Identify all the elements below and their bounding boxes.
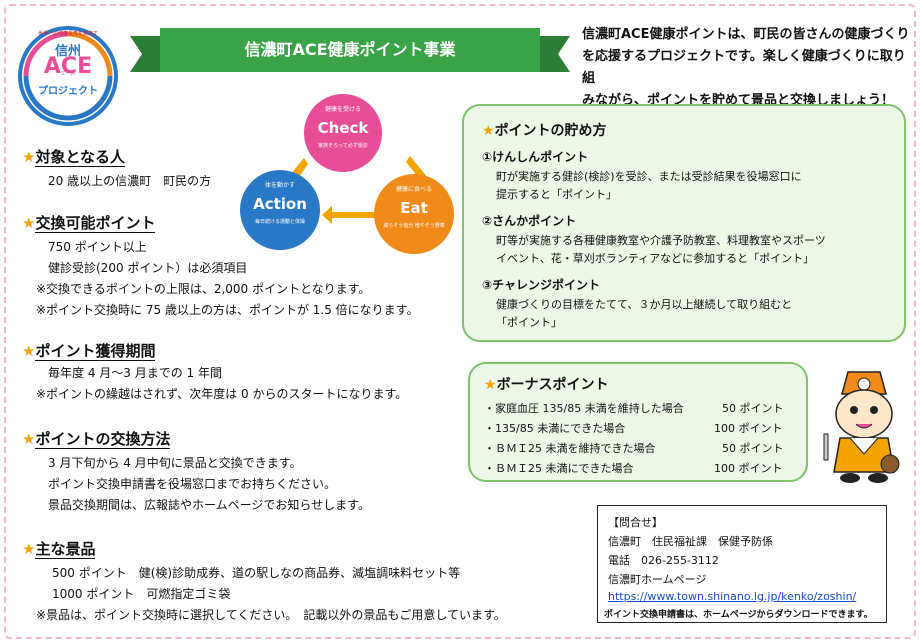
section-exchange-title: ★交換可能ポイント (22, 212, 156, 233)
bonus-row-label: ・135/85 未満にできた場合 (484, 422, 626, 435)
bonus-title-label: ボーナスポイント (496, 377, 609, 393)
prizes-line: 1000 ポイント 可燃指定ゴミ袋 (52, 587, 231, 601)
star-icon: ★ (22, 148, 36, 166)
bonus-row-label: ・ＢＭＩ25 未満を維持できた場合 (484, 442, 656, 455)
star-icon: ★ (22, 540, 36, 558)
bonus-row-points: 100 ポイント (714, 462, 783, 475)
star-icon: ★ (484, 377, 497, 393)
period-line: ※ポイントの繰越はされず、次年度は 0 からのスタートになります。 (36, 387, 408, 401)
intro-line: を応援するプロジェクトです。楽しく健康づくりに取り組 (582, 49, 906, 86)
section-label: ポイントの交換方法 (35, 430, 171, 449)
section-label: 対象となる人 (35, 148, 126, 167)
bonus-row-points: 100 ポイント (714, 422, 783, 435)
action-sub: 体を動かす (264, 182, 295, 189)
star-icon: ★ (482, 123, 495, 139)
bonus-points-panel: ★ボーナスポイント ・家庭血圧 135/85 未満を維持した場合 50 ポイント… (468, 362, 808, 482)
bonus-row-points: 50 ポイント (722, 402, 784, 415)
contact-tel: 電話 026-255-3112 (608, 554, 719, 567)
check-main: Check (317, 119, 369, 137)
exchange-line: ※ポイント交換時に 75 歳以上の方は、ポイントが 1.5 倍になります。 (36, 303, 419, 317)
action-main: Action (253, 195, 307, 213)
contact-url-link[interactable]: https://www.town.shinano.lg.jp/kenko/zos… (608, 590, 857, 603)
contact-title: 【問合せ】 (608, 516, 663, 529)
intro-text: 信濃町ACE健康ポイントは、町民の皆さんの健康づくり を応援するプロジェクトです… (582, 24, 912, 112)
check-sub: 健康を受ける (324, 106, 361, 113)
star-icon: ★ (22, 214, 36, 232)
logo-project: プロジェクト (38, 86, 98, 97)
section-target-title: ★対象となる人 (22, 146, 126, 167)
earn-item-line: 提示すると「ポイント」 (496, 188, 617, 201)
earn-item-head: ③チャレンジポイント (482, 278, 601, 292)
method-line: ポイント交換申請書を役場窓口までお持ちください。 (48, 477, 337, 491)
contact-dept: 信濃町 住民福祉課 保健予防係 (608, 535, 773, 548)
logo-top-text: 世界一の健康長寿を目指す (38, 31, 99, 37)
exchange-line: 750 ポイント以上 (48, 240, 147, 254)
banner-title: 信濃町ACE健康ポイント事業 (244, 40, 456, 59)
section-prizes-title: ★主な景品 (22, 538, 96, 559)
contact-box: 【問合せ】 信濃町 住民福祉課 保健予防係 電話 026-255-3112 信濃… (597, 505, 887, 623)
earn-item-head: ①けんしんポイント (482, 150, 589, 164)
earn-title-label: ポイントの貯め方 (494, 123, 607, 139)
earn-item-line: 健康づくりの目標をたてて、３か月以上継続して取り組むと (496, 298, 793, 311)
prizes-line: ※景品は、ポイント交換時に選択してください。 記載以外の景品もご用意しています。 (36, 608, 506, 622)
logo-ace: ACE (43, 54, 93, 79)
bonus-row-label: ・家庭血圧 135/85 未満を維持した場合 (484, 402, 684, 415)
earn-points-panel: ★ポイントの貯め方 ①けんしんポイント 町が実施する健診(検診)を受診、または受… (462, 104, 906, 342)
page-border (4, 4, 916, 639)
eat-note: 減らそう塩分 増やそう野菜 (383, 223, 445, 229)
method-line: 3 月下旬から 4 月中旬に景品と交換できます。 (48, 456, 302, 470)
bonus-row-label: ・ＢＭＩ25 未満にできた場合 (484, 462, 634, 475)
exchange-line: 健診受診(200 ポイント）は必須項目 (48, 261, 248, 275)
cycle-eat: 健康に食べる Eat 減らそう塩分 増やそう野菜 (374, 174, 454, 254)
section-label: 主な景品 (35, 540, 96, 559)
target-line: 20 歳以上の信濃町 町民の方 (48, 174, 212, 188)
earn-item-line: 「ポイント」 (496, 316, 562, 329)
star-icon: ★ (22, 342, 36, 360)
title-banner (130, 28, 570, 72)
contact-hp: 信濃町ホームページ (608, 573, 707, 586)
method-line: 景品交換期間は、広報誌やホームページでお知らせします。 (48, 498, 370, 512)
earn-item-head: ②さんかポイント (482, 214, 577, 228)
action-note: 毎日続ける運動と体操 (254, 219, 305, 225)
prizes-line: 500 ポイント 健(検)診助成券、道の駅しなの商品券、減塩調味料セット等 (52, 566, 461, 580)
shinshu-ace-logo (18, 26, 118, 126)
period-line: 毎年度 4 月～3 月までの 1 年間 (48, 366, 222, 380)
cycle-check: 健康を受ける Check 家族そろって必ず受診 (304, 94, 382, 172)
bonus-row-points: 50 ポイント (722, 442, 784, 455)
earn-item-line: 町が実施する健診(検診)を受診、または受診結果を役場窓口に (496, 170, 802, 183)
section-label: 交換可能ポイント (35, 214, 156, 233)
bonus-title: ★ボーナスポイント (484, 374, 609, 394)
intro-line: 信濃町ACE健康ポイントは、町民の皆さんの健康づくり (582, 27, 910, 42)
logo-badge: エース (60, 71, 76, 77)
mascot-illustration (823, 371, 900, 483)
eat-main: Eat (400, 199, 428, 217)
logo-shinshu: 信州 (54, 44, 81, 59)
eat-sub: 健康に食べる (395, 186, 432, 193)
contact-note: ポイント交換申請書は、ホームページからダウンロードできます。 (604, 610, 873, 620)
earn-item-line: イベント、花・草刈ボランティアなどに参加すると「ポイント」 (496, 252, 815, 265)
section-period-title: ★ポイント獲得期間 (22, 340, 156, 361)
earn-title: ★ポイントの貯め方 (482, 120, 607, 140)
star-icon: ★ (22, 430, 36, 448)
cycle-action: 体を動かす Action 毎日続ける運動と体操 (240, 170, 320, 250)
section-method-title: ★ポイントの交換方法 (22, 428, 171, 449)
check-note: 家族そろって必ず受診 (318, 143, 368, 149)
section-label: ポイント獲得期間 (35, 342, 156, 361)
exchange-line: ※交換できるポイントの上限は、2,000 ポイントとなります。 (36, 282, 371, 296)
earn-item-line: 町等が実施する各種健康教室や介護予防教室、料理教室やスポーツ (496, 234, 826, 247)
